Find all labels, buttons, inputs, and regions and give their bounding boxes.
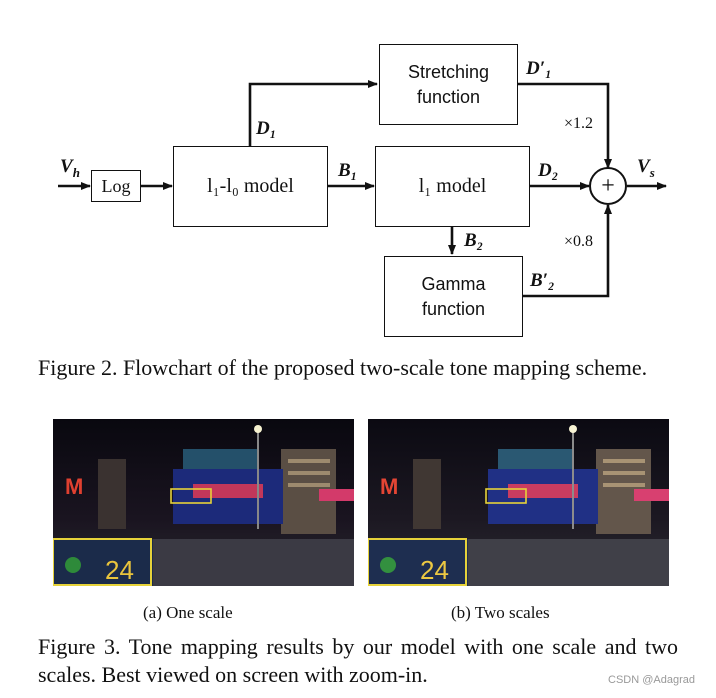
output-label-sub: s <box>649 164 655 180</box>
csdn-watermark: CSDN @Adagrad <box>608 674 695 686</box>
stretching-function-block: Stretching function <box>379 44 518 125</box>
result-image-two-scales: M 24 <box>368 419 669 586</box>
edge-label-B2-prime: B′₂ <box>530 270 555 291</box>
subcaption-a: (a) One scale <box>143 603 233 622</box>
log-block-label: Log <box>101 175 131 196</box>
figure-2-caption: Figure 2. Flowchart of the proposed two-… <box>38 355 648 380</box>
l1-l0-model-label: l₁-l₀ model <box>207 175 294 197</box>
gamma-line2: function <box>421 298 486 319</box>
multiplier-top: ×1.2 <box>564 115 594 132</box>
input-label-sub: h <box>72 164 80 180</box>
sum-node <box>589 167 627 205</box>
svg-text:M: M <box>380 474 398 499</box>
gamma-line1: Gamma <box>421 273 486 294</box>
edge-D1-prime <box>518 82 612 169</box>
subcaption-b: (b) Two scales <box>451 603 550 622</box>
svg-text:24: 24 <box>420 555 449 585</box>
night-scene-drawing-b: M 24 <box>368 419 669 586</box>
edge-D1 <box>248 80 378 146</box>
sum-symbol: + <box>601 173 615 199</box>
l1-model-block: l₁ model <box>375 146 530 227</box>
output-label: Vs <box>637 156 655 180</box>
stretching-line2: function <box>416 86 481 107</box>
multiplier-bottom: ×0.8 <box>564 233 594 250</box>
svg-text:24: 24 <box>105 555 134 585</box>
l1-model-label: l₁ model <box>418 175 487 197</box>
edge-label-B2: B₂ <box>464 230 484 251</box>
input-label: Vh <box>60 156 80 180</box>
edge-label-D1-prime: D′₁ <box>526 58 552 79</box>
flowchart-connectors <box>58 80 667 298</box>
figure-3-caption: Figure 3. Tone mapping results by our mo… <box>38 634 678 687</box>
log-block: Log <box>91 170 141 202</box>
gamma-function-block: Gamma function <box>384 256 523 337</box>
night-scene-drawing-a: M 24 <box>53 419 354 586</box>
l1-l0-model-block: l₁-l₀ model <box>173 146 328 227</box>
stretching-line1: Stretching <box>407 61 490 82</box>
edge-label-B1: B₁ <box>338 160 358 181</box>
edge-label-D1: D₁ <box>256 118 277 139</box>
result-image-one-scale: M 24 <box>53 419 354 586</box>
edge-B2-prime <box>522 204 612 298</box>
edge-label-D2: D₂ <box>538 160 559 181</box>
svg-text:M: M <box>65 474 83 499</box>
